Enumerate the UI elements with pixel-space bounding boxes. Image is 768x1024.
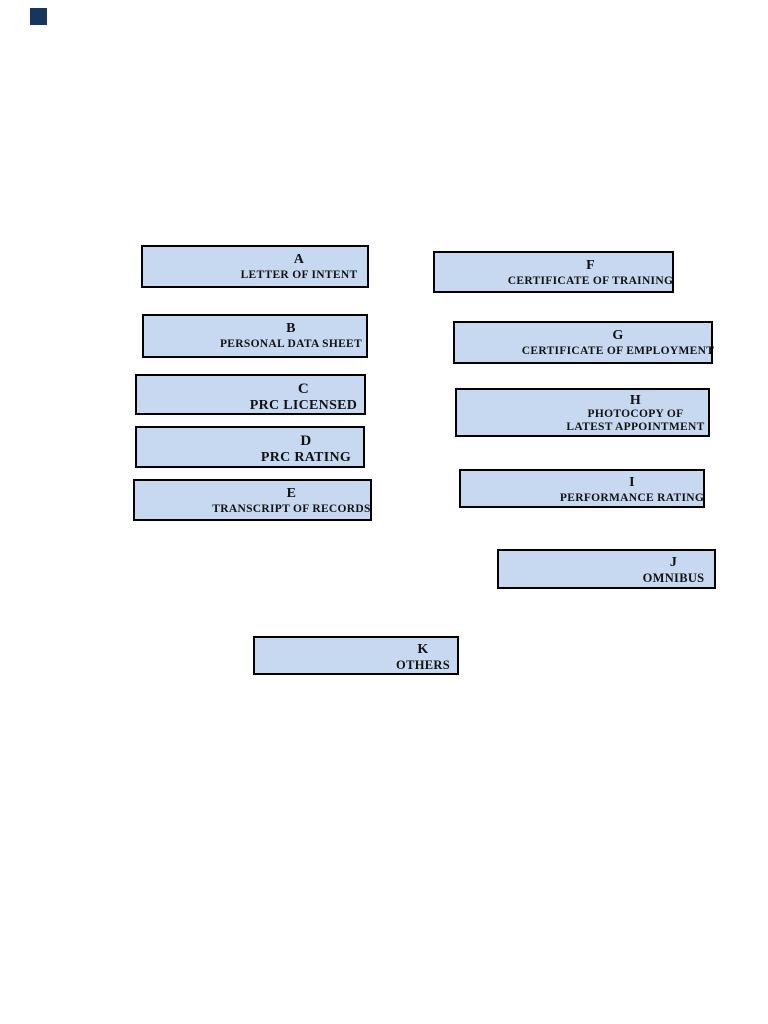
requirement-box-i[interactable]: I PERFORMANCE RATING [459,469,705,508]
box-b-content: B PERSONAL DATA SHEET [180,321,402,351]
requirement-box-k[interactable]: K OTHERS [253,636,459,675]
box-d-letter: D [300,433,312,449]
box-e-label: TRANSCRIPT OF RECORDS [212,503,371,515]
box-g-label: CERTIFICATE OF EMPLOYMENT [521,345,715,357]
box-e-content: E TRANSCRIPT OF RECORDS [174,486,409,516]
requirement-box-f[interactable]: F CERTIFICATE OF TRAINING [433,251,674,293]
box-c-label: PRC LICENSED [249,398,358,413]
box-j-letter: J [669,555,678,570]
box-j-content: J OMNIBUS [566,555,768,586]
box-c-content: C PRC LICENSED [190,381,417,414]
box-f-label: CERTIFICATE OF TRAINING [507,275,674,287]
box-h-label-line2: LATEST APPOINTMENT [566,421,705,433]
box-d-label: PRC RATING [260,450,352,465]
box-d-content: D PRC RATING [193,433,419,466]
box-a-label: LETTER OF INTENT [240,269,358,281]
box-e-letter: E [286,486,297,501]
box-g-letter: G [612,328,624,343]
box-b-letter: B [286,321,296,336]
requirement-box-c[interactable]: C PRC LICENSED [135,374,366,415]
box-i-content: I PERFORMANCE RATING [511,475,753,505]
box-a-letter: A [293,252,305,267]
requirement-box-h[interactable]: H PHOTOCOPY OF LATEST APPOINTMENT [455,388,710,437]
requirement-box-d[interactable]: D PRC RATING [135,426,365,468]
box-c-letter: C [297,381,310,397]
box-j-label: OMNIBUS [642,571,705,585]
box-f-letter: F [586,258,595,273]
box-k-content: K OTHERS [322,642,524,673]
box-h-label-line1: PHOTOCOPY OF [587,408,684,420]
box-f-content: F CERTIFICATE OF TRAINING [472,258,709,288]
box-g-content: G CERTIFICATE OF EMPLOYMENT [490,328,746,358]
box-k-label: OTHERS [396,658,450,672]
box-a-content: A LETTER OF INTENT [187,252,411,282]
box-b-label: PERSONAL DATA SHEET [219,338,363,350]
box-i-letter: I [629,475,635,490]
requirement-box-b[interactable]: B PERSONAL DATA SHEET [142,314,368,358]
corner-square-decoration [30,8,47,25]
box-h-letter: H [629,393,642,408]
box-k-letter: K [417,642,429,657]
requirement-box-a[interactable]: A LETTER OF INTENT [141,245,369,288]
requirement-box-e[interactable]: E TRANSCRIPT OF RECORDS [133,479,372,521]
requirement-box-g[interactable]: G CERTIFICATE OF EMPLOYMENT [453,321,714,364]
requirement-box-j[interactable]: J OMNIBUS [497,549,716,589]
box-i-label: PERFORMANCE RATING [559,492,705,504]
box-h-content: H PHOTOCOPY OF LATEST APPOINTMENT [510,393,761,434]
